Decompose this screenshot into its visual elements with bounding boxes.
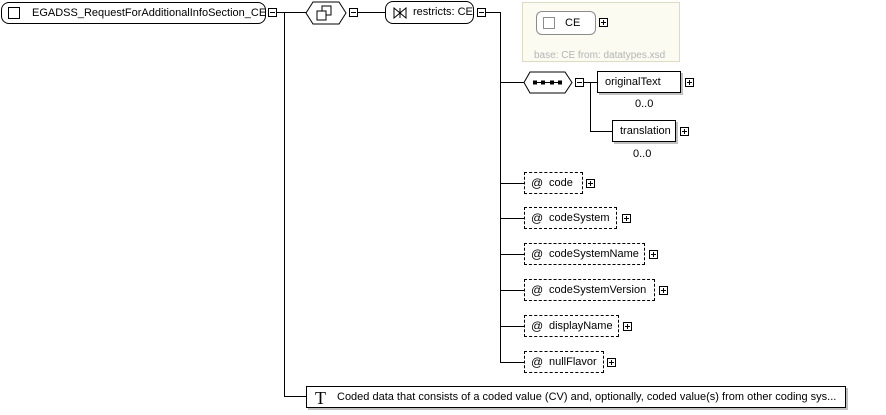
expand-icon[interactable] bbox=[685, 78, 694, 87]
attribute-codesystem[interactable]: @ codeSystem bbox=[524, 207, 617, 229]
base-type-note: base: CE from: datatypes.xsd bbox=[534, 50, 666, 61]
element-label: originalText bbox=[605, 76, 661, 88]
expand-icon[interactable] bbox=[649, 250, 658, 259]
complex-type-icon bbox=[8, 7, 20, 19]
documentation-text: Coded data that consists of a coded valu… bbox=[337, 391, 837, 403]
expand-icon[interactable] bbox=[680, 127, 689, 136]
attribute-label: codeSystemVersion bbox=[549, 284, 647, 296]
restriction-box[interactable]: restricts: CE bbox=[385, 1, 474, 24]
attribute-label: codeSystemName bbox=[549, 248, 639, 260]
attribute-icon: @ bbox=[531, 355, 544, 369]
attribute-codesystemname[interactable]: @ codeSystemName bbox=[524, 243, 645, 265]
root-complex-type-box[interactable]: EGADSS_RequestForAdditionalInfoSection_C… bbox=[1, 2, 266, 24]
restriction-label: restricts: CE bbox=[413, 6, 473, 18]
collapse-icon[interactable] bbox=[349, 8, 358, 17]
base-type-name: CE bbox=[565, 17, 581, 29]
expand-icon[interactable] bbox=[623, 322, 632, 331]
sequence-compositor[interactable] bbox=[305, 1, 347, 25]
attribute-label: displayName bbox=[549, 320, 613, 332]
attribute-displayname[interactable]: @ displayName bbox=[524, 315, 619, 337]
attribute-icon: @ bbox=[531, 176, 544, 190]
attribute-label: code bbox=[549, 177, 573, 189]
expand-icon[interactable] bbox=[586, 179, 595, 188]
base-type-panel: CE base: CE from: datatypes.xsd bbox=[522, 2, 680, 62]
documentation-box[interactable]: T Coded data that consists of a coded va… bbox=[306, 386, 846, 408]
element-label: translation bbox=[620, 125, 671, 137]
attribute-icon: @ bbox=[531, 283, 544, 297]
attribute-codesystemversion[interactable]: @ codeSystemVersion bbox=[524, 279, 655, 301]
root-type-name: EGADSS_RequestForAdditionalInfoSection_C… bbox=[32, 7, 267, 19]
attribute-icon: @ bbox=[531, 211, 544, 225]
expand-icon[interactable] bbox=[599, 18, 608, 27]
element-translation[interactable]: translation bbox=[612, 120, 676, 142]
occurrence-label: 0..0 bbox=[633, 148, 652, 160]
attribute-icon: @ bbox=[531, 247, 544, 261]
expand-icon[interactable] bbox=[659, 286, 668, 295]
attribute-label: codeSystem bbox=[549, 212, 610, 224]
base-type-ce-box[interactable]: CE bbox=[536, 11, 596, 35]
sequence-compositor-inner[interactable] bbox=[523, 71, 573, 94]
collapse-icon[interactable] bbox=[477, 8, 486, 17]
occurrence-label: 0..0 bbox=[635, 98, 654, 110]
attribute-code[interactable]: @ code bbox=[524, 172, 583, 194]
attribute-nullflavor[interactable]: @ nullFlavor bbox=[524, 351, 604, 373]
documentation-icon: T bbox=[315, 388, 326, 408]
element-originaltext[interactable]: originalText bbox=[597, 71, 681, 93]
expand-icon[interactable] bbox=[607, 358, 616, 367]
attribute-label: nullFlavor bbox=[549, 356, 597, 368]
expand-icon[interactable] bbox=[622, 214, 631, 223]
restriction-icon bbox=[393, 7, 407, 19]
element-icon bbox=[543, 17, 555, 29]
collapse-icon[interactable] bbox=[575, 78, 584, 87]
collapse-icon[interactable] bbox=[268, 8, 277, 17]
attribute-icon: @ bbox=[531, 319, 544, 333]
